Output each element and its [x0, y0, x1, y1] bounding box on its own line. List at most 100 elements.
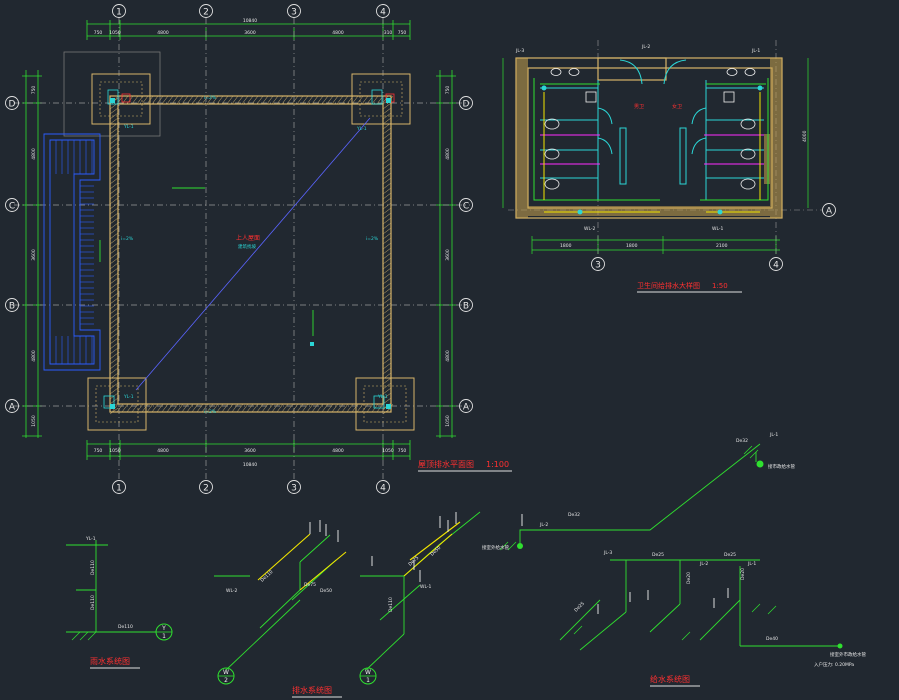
- wall-hatch-line: [301, 95, 309, 105]
- supply-dn-1: De32: [568, 512, 580, 518]
- wall-hatch-line: [109, 152, 119, 160]
- toilet-dim-0: 1800: [560, 243, 572, 249]
- wall-hatch-line: [131, 403, 139, 413]
- dim-left-2: 3600: [31, 249, 37, 261]
- wall-hatch-line: [382, 217, 392, 225]
- wall-hatch-line: [109, 327, 119, 335]
- wall-hatch-line: [366, 403, 374, 413]
- wall-hatch-line: [382, 182, 392, 190]
- dim-right-3: 4800: [445, 350, 451, 362]
- wall-hatch-line: [109, 277, 119, 285]
- pipe-label-ne: YL-1: [356, 126, 367, 132]
- wall-hatch-line: [109, 282, 119, 290]
- dim-bottom-6: 750: [398, 448, 407, 454]
- drain-fixtures: [309, 512, 457, 582]
- wall-hatch-line: [109, 347, 119, 355]
- wall-hatch-line: [109, 177, 119, 185]
- supply-valve-markers: [517, 460, 843, 649]
- drain-node-w1-num: 1: [366, 677, 370, 684]
- wall-hatch-line: [382, 107, 392, 115]
- wall-hatch-line: [136, 403, 144, 413]
- wall-hatch-line: [109, 407, 119, 415]
- axis-label-bottom-4: 4: [380, 484, 386, 494]
- supply-dn-3: De25: [724, 552, 736, 558]
- wall-hatch-line: [382, 287, 392, 295]
- wall-hatch-line: [226, 403, 234, 413]
- dim-left-1: 4800: [31, 148, 37, 160]
- supply-pipes: [519, 443, 840, 651]
- supply-dn-5: De20: [740, 568, 746, 580]
- wall-hatch-line: [109, 132, 119, 140]
- toilet-axis-a: A: [826, 207, 833, 217]
- rain-dn-2: De110: [118, 624, 133, 630]
- wall-hatch-line: [256, 95, 264, 105]
- wall-hatch-line: [382, 297, 392, 305]
- axis-label-top-3: 3: [291, 8, 297, 18]
- dim-bottom-3: 3600: [244, 448, 256, 454]
- wall-hatch-line: [382, 232, 392, 240]
- wall-hatch-line: [161, 95, 169, 105]
- wall-hatch-line: [201, 95, 209, 105]
- wall-hatch-line: [382, 332, 392, 340]
- wall-hatch-line: [382, 267, 392, 275]
- drain-node-w1-letter: W: [365, 669, 371, 676]
- wall-hatch-line: [382, 162, 392, 170]
- wall-hatch-line: [109, 287, 119, 295]
- wall-hatch-line: [371, 95, 379, 105]
- room-label-female: 女卫: [672, 103, 682, 110]
- wall-hatch-line: [382, 252, 392, 260]
- toilet-title: 卫生间给排水大样图 1:50: [637, 281, 742, 293]
- pipe-label-nw: YL-1: [123, 124, 134, 130]
- wall-hatch-line: [382, 237, 392, 245]
- roof-drains: [110, 98, 391, 409]
- wall-hatch-line: [109, 262, 119, 270]
- wall-hatch-line: [206, 403, 214, 413]
- wall-hatch-line: [109, 192, 119, 200]
- dim-bottom-1: 1050: [109, 448, 121, 454]
- rain-title: 雨水系统图: [90, 656, 130, 666]
- wall-hatch-line: [382, 147, 392, 155]
- wall-hatch-line: [241, 95, 249, 105]
- supply-dn-7: De25: [573, 601, 586, 614]
- supply-tag-jl2b: JL-2: [699, 561, 708, 567]
- wall-hatch-line: [109, 342, 119, 350]
- toilet-walls: [515, 57, 783, 219]
- wall-hatch-line: [382, 367, 392, 375]
- supply-tag-jl1: JL-1: [747, 561, 756, 567]
- wall-hatch-line: [166, 403, 174, 413]
- wall-hatch-line: [351, 95, 359, 105]
- supply-valves: [521, 514, 729, 614]
- column-se: [355, 377, 415, 431]
- wall-hatch-line: [109, 322, 119, 330]
- wall-hatch-line: [211, 403, 219, 413]
- wall-hatch-line: [206, 95, 214, 105]
- wall-hatch-line: [109, 167, 119, 175]
- wall-hatch-line: [216, 403, 224, 413]
- wall-hatch-line: [382, 277, 392, 285]
- wall-hatch-line: [186, 403, 194, 413]
- dim-right-1: 4800: [445, 148, 451, 160]
- rain-system: YL-1 De110 De110 De110 Y 1 雨水系统图: [66, 536, 173, 669]
- wall-hatch-line: [256, 403, 264, 413]
- wall-hatch-line: [236, 95, 244, 105]
- wall-hatch-line: [109, 357, 119, 365]
- wall-hatch-line: [176, 95, 184, 105]
- supply-tag-jl2: JL-2: [539, 522, 548, 528]
- wall-hatch-line: [109, 117, 119, 125]
- wall-hatch-line: [382, 352, 392, 360]
- wall-hatch-line: [382, 207, 392, 215]
- roof-plan-title: 屋顶排水平面图 1:100: [418, 459, 512, 472]
- axis-label-bottom-2: 2: [203, 484, 209, 494]
- wall-hatch-line: [109, 242, 119, 250]
- wall-hatch-line: [261, 403, 269, 413]
- rain-node-num: 1: [162, 633, 166, 640]
- wall-hatch-line: [286, 95, 294, 105]
- axis-label-left-a: A: [9, 403, 16, 413]
- dim-bottom-5: 1050: [382, 448, 394, 454]
- column-nw: [91, 73, 151, 125]
- wall-hatch-line: [171, 95, 179, 105]
- pipe-label-se: YL-1: [377, 394, 388, 400]
- supply-dn-6: De40: [766, 636, 778, 642]
- slope-label-left: i=2%: [121, 236, 134, 242]
- toilet-title-text: 卫生间给排水大样图: [637, 281, 700, 290]
